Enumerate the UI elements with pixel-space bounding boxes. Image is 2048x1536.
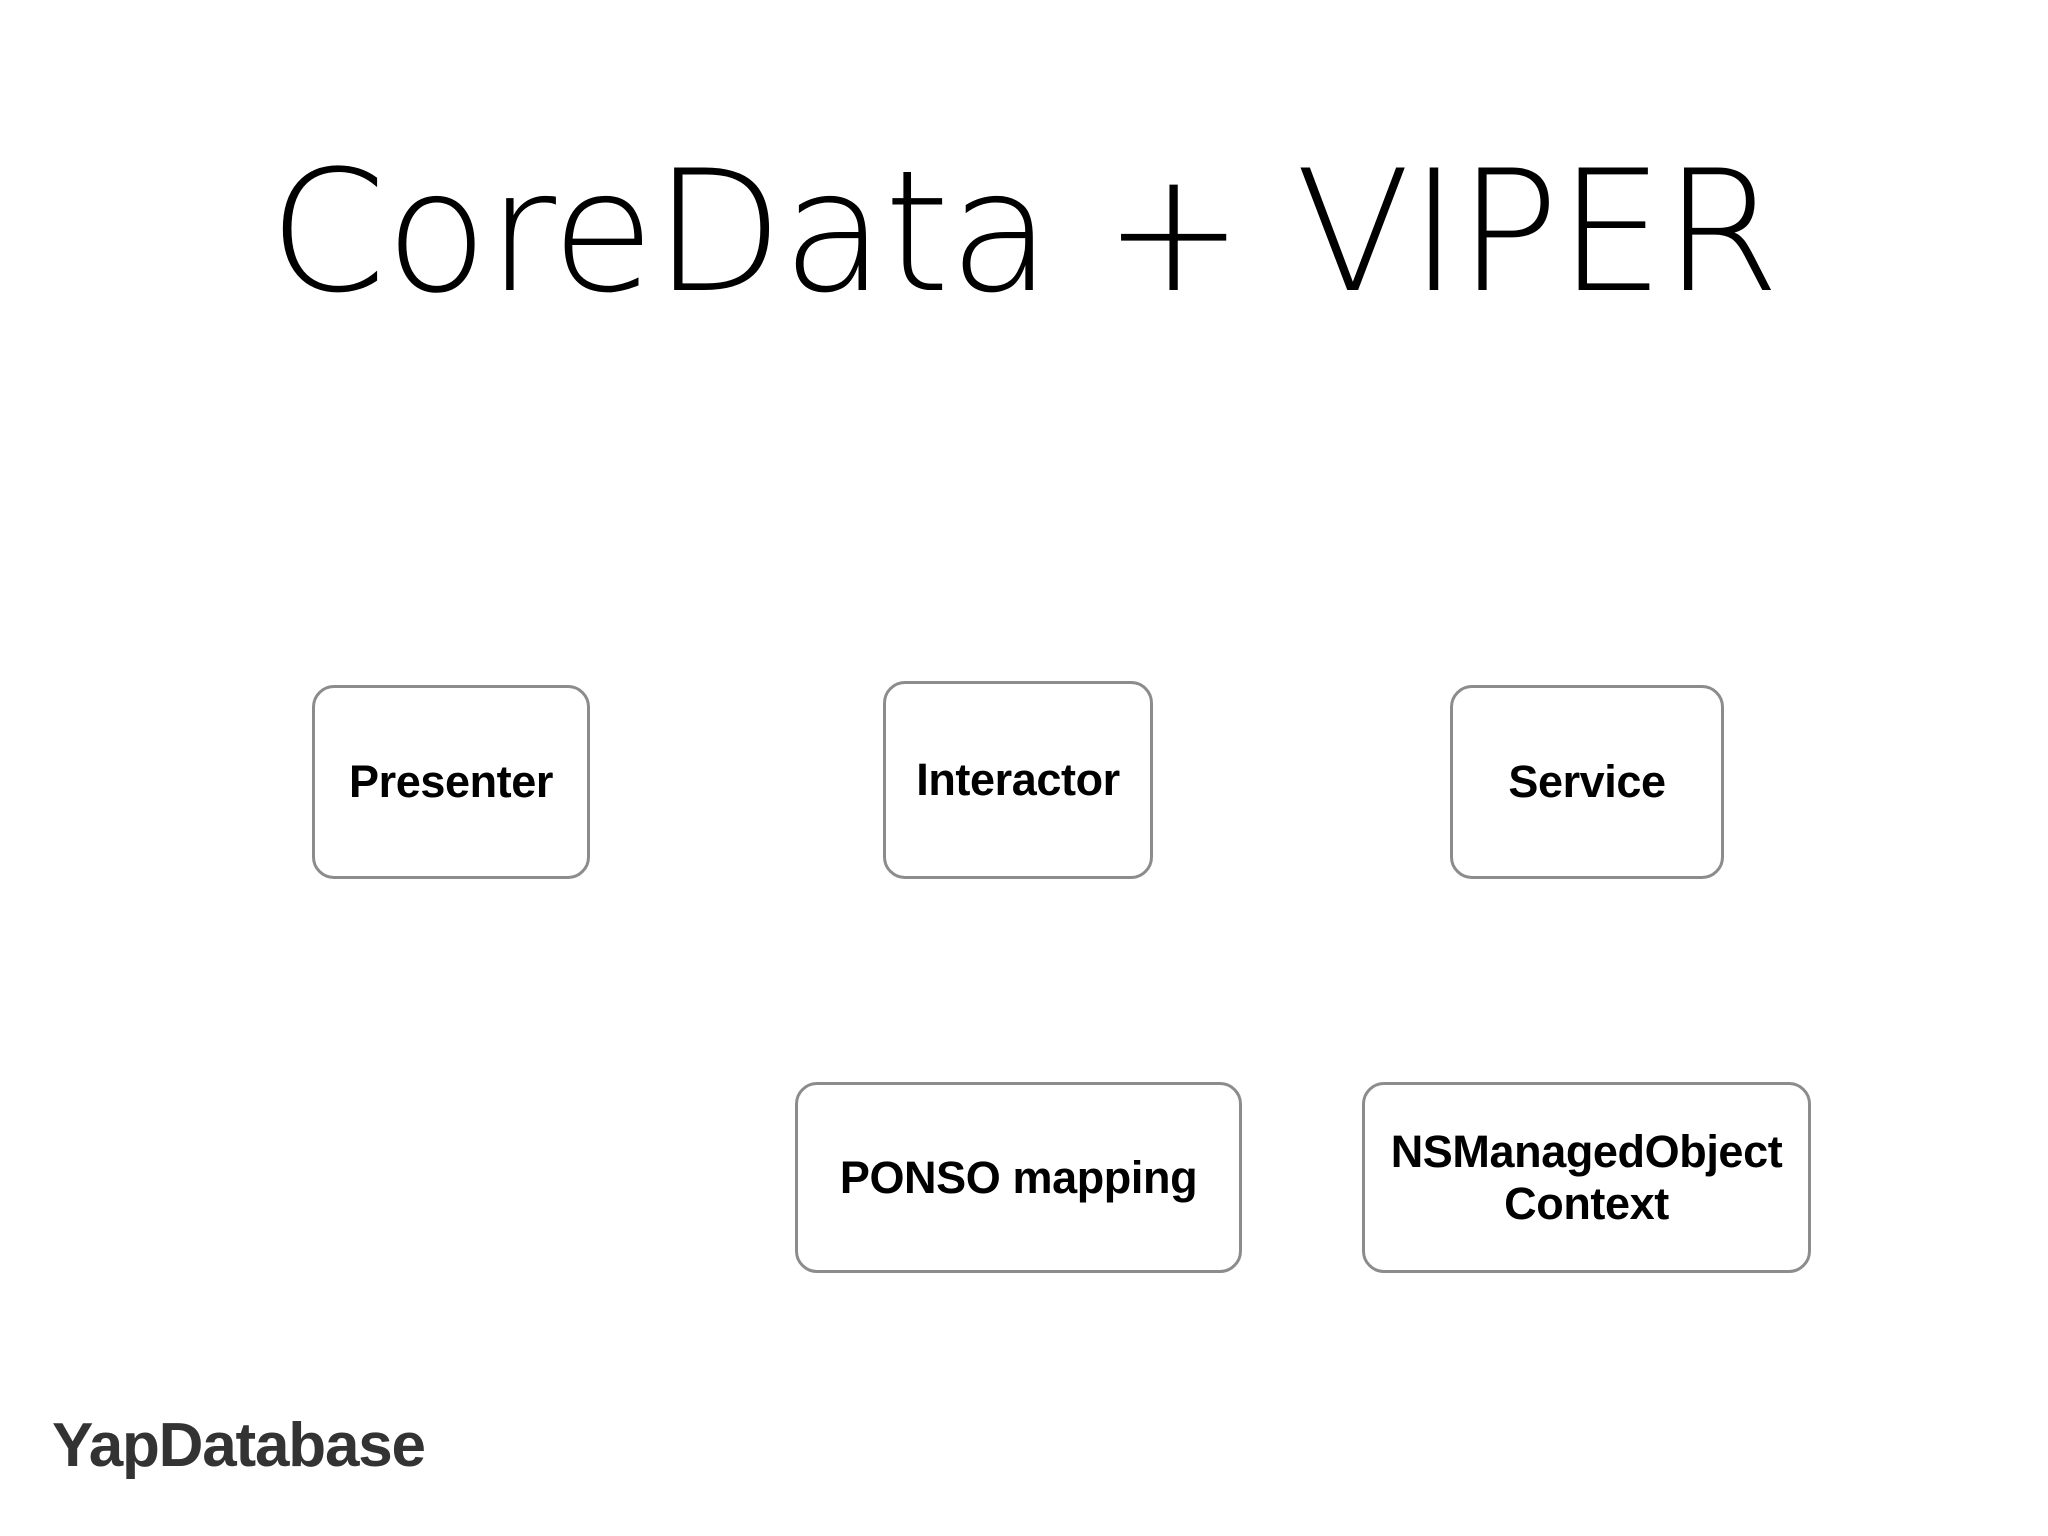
diagram-node-interactor[interactable]: Interactor <box>883 681 1153 879</box>
diagram-node-presenter[interactable]: Presenter <box>312 685 590 879</box>
diagram-node-presenter-label: Presenter <box>348 756 554 808</box>
diagram-node-service-label: Service <box>1508 756 1666 808</box>
footer-brand-logo: YapDatabase <box>52 1411 426 1480</box>
diagram-node-interactor-label: Interactor <box>916 754 1120 806</box>
diagram-node-service[interactable]: Service <box>1450 685 1724 879</box>
page-title: CoreData + VIPER <box>268 134 1780 330</box>
diagram-node-ponso-mapping[interactable]: PONSO mapping <box>795 1082 1242 1273</box>
diagram-node-ponso-mapping-label: PONSO mapping <box>839 1151 1198 1203</box>
